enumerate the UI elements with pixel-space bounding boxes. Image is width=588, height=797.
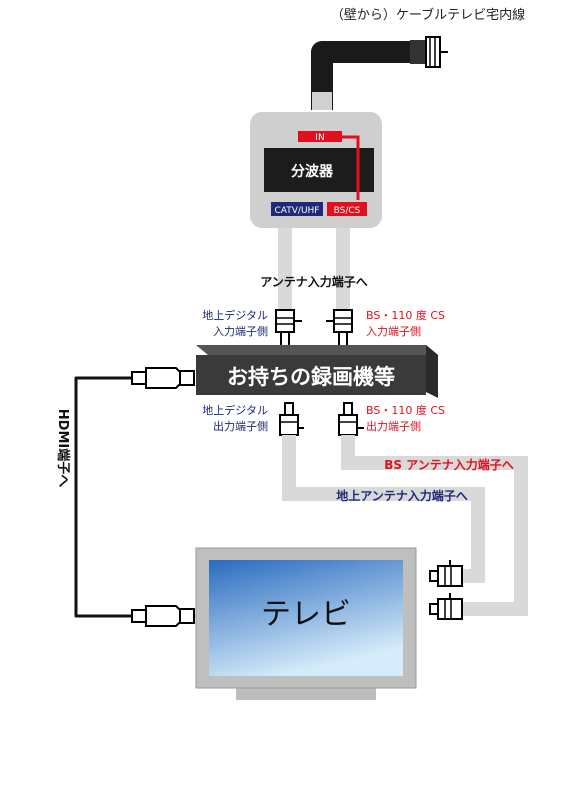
recorder-box: お持ちの録画機等	[196, 345, 438, 398]
cable-recorder-to-tv	[282, 435, 528, 616]
input-connector-bs	[326, 309, 353, 347]
output-connector-bs	[338, 402, 364, 436]
cable-source-label: （壁から）ケーブルテレビ宅内線	[331, 7, 525, 23]
output-connector-terrestrial	[279, 402, 304, 436]
bs-antenna-input-label: BS アンテナ入力端子へ	[384, 457, 514, 472]
out-terrestrial-line1: 地上デジタル	[202, 403, 268, 417]
hdmi-plug-bottom-icon	[131, 605, 195, 627]
cable-splitter-to-recorder	[278, 228, 350, 314]
out-terrestrial-line2: 出力端子側	[213, 419, 268, 433]
in-bs-line2: 入力端子側	[366, 325, 421, 338]
in-terrestrial-line2: 入力端子側	[213, 325, 268, 338]
splitter-in-label: IN	[315, 133, 324, 143]
in-terrestrial-line1: 地上デジタル	[202, 308, 268, 322]
antenna-input-label: アンテナ入力端子へ	[260, 274, 368, 289]
hdmi-plug-top-icon	[131, 367, 195, 389]
input-connector-terrestrial	[275, 309, 302, 347]
hdmi-label: HDMI端子へ	[55, 409, 71, 487]
f-connector-icon	[410, 36, 448, 68]
television: テレビ	[195, 547, 417, 700]
tv-connector-terrestrial	[429, 560, 463, 587]
tv-connector-bs	[429, 593, 463, 620]
recorder-name: お持ちの録画機等	[227, 365, 395, 389]
splitter-catv-label: CATV/UHF	[275, 206, 320, 216]
out-bs-line1: BS・110 度 CS	[366, 403, 445, 417]
hdmi-cable	[74, 367, 195, 627]
terrestrial-antenna-input-label: 地上アンテナ入力端子へ	[336, 488, 468, 503]
splitter-box: IN 分波器 CATV/UHF BS/CS	[250, 112, 382, 228]
tv-label: テレビ	[261, 597, 351, 632]
wall-cable	[311, 36, 448, 110]
splitter-bs-label: BS/CS	[334, 206, 361, 216]
out-bs-line2: 出力端子側	[366, 419, 421, 433]
in-bs-line1: BS・110 度 CS	[366, 308, 445, 322]
splitter-name: 分波器	[291, 163, 334, 180]
